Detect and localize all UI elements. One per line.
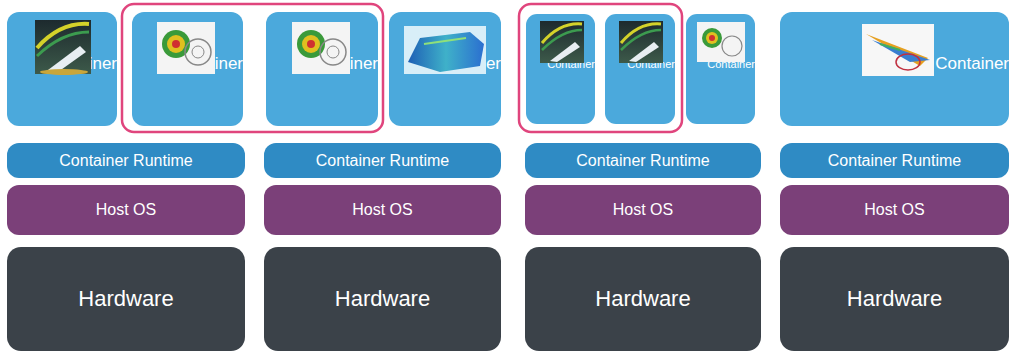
- box-label: Container Runtime: [316, 152, 449, 170]
- box-label: Hardware: [595, 287, 690, 311]
- aircraft-icon: [540, 21, 584, 63]
- container-box: Container: [132, 12, 243, 126]
- container-box: Container: [7, 12, 117, 126]
- box-label: Container Runtime: [59, 152, 192, 170]
- group-outline: [519, 4, 682, 132]
- container-box: Container: [780, 12, 1009, 126]
- layer-box: Host OS: [7, 185, 245, 235]
- box-label: Hardware: [78, 287, 173, 311]
- container-box: Container: [605, 14, 675, 124]
- container-box: Container: [266, 12, 378, 126]
- gear-icon: [697, 22, 745, 62]
- layer-box: Container Runtime: [7, 143, 245, 178]
- layer-box: Hardware: [525, 247, 761, 351]
- layer-box: Host OS: [525, 185, 761, 235]
- box-label: Container: [304, 55, 378, 74]
- layer-box: Hardware: [264, 247, 501, 351]
- box-label: Host OS: [864, 201, 924, 219]
- layer-box: Hardware: [7, 247, 245, 351]
- box-label: Container Runtime: [576, 152, 709, 170]
- layer-box: Hardware: [780, 247, 1009, 351]
- gear-icon: [292, 22, 350, 74]
- container-box: Container: [686, 14, 755, 124]
- aircraft-icon: [619, 21, 663, 63]
- box-label: Container: [707, 58, 755, 70]
- box-label: Container Runtime: [828, 152, 961, 170]
- aircraft-icon: [35, 20, 91, 75]
- container-box: Container: [526, 14, 595, 124]
- layer-box: Container Runtime: [264, 143, 501, 178]
- box-label: Container: [547, 58, 595, 70]
- layer-box: Host OS: [780, 185, 1009, 235]
- car-body-icon: [404, 26, 486, 74]
- aircraft-flow-icon: [862, 24, 934, 76]
- box-label: Container: [935, 55, 1009, 74]
- box-label: Container: [43, 55, 117, 74]
- layer-box: Container Runtime: [525, 143, 761, 178]
- gear-icon: [157, 22, 215, 74]
- box-label: Hardware: [335, 287, 430, 311]
- box-label: Container: [627, 58, 675, 70]
- layer-box: Host OS: [264, 185, 501, 235]
- box-label: Hardware: [847, 287, 942, 311]
- layer-box: Container Runtime: [780, 143, 1009, 178]
- group-outline: [122, 4, 383, 132]
- box-label: Container: [427, 55, 501, 74]
- box-label: Container: [169, 55, 243, 74]
- container-box: Container: [389, 12, 501, 126]
- box-label: Host OS: [96, 201, 156, 219]
- box-label: Host OS: [352, 201, 412, 219]
- box-label: Host OS: [613, 201, 673, 219]
